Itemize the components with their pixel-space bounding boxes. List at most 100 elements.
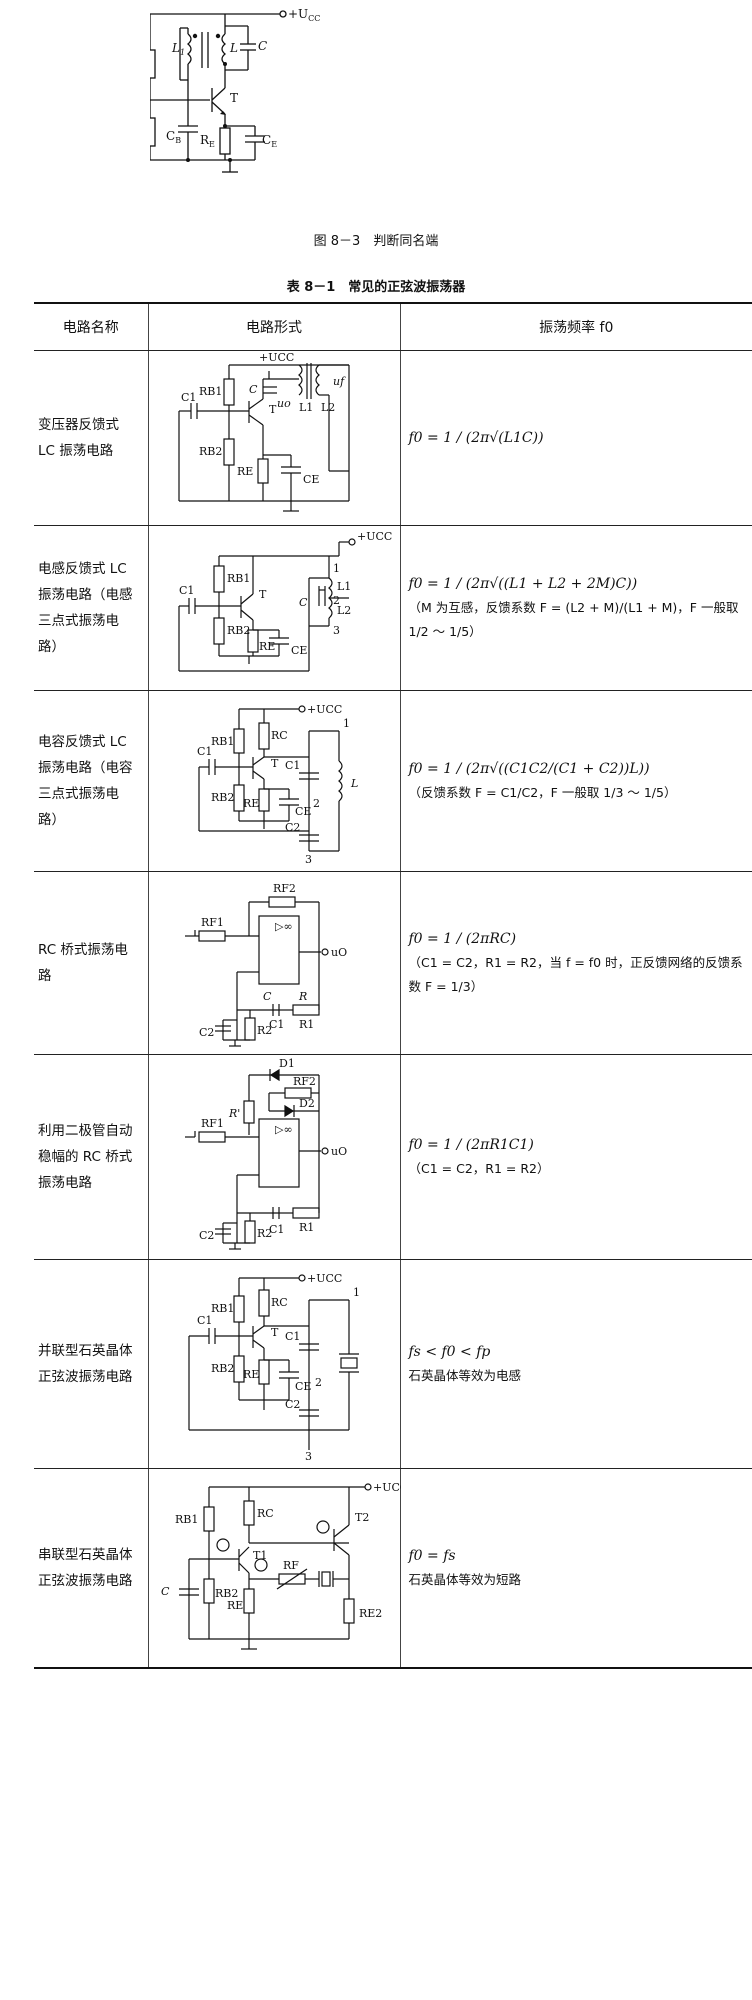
row-name: 利用二极管自动稳幅的 RC 桥式振荡电路 [34,1054,149,1260]
table-row: 电容反馈式 LC 振荡电路（电容三点式振荡电路） [34,690,752,872]
r4-r2-label: R2 [257,1024,272,1037]
table-row: 电感反馈式 LC 振荡电路（电感三点式振荡电路） [34,525,752,691]
r3-re-label: RE [243,797,259,810]
r3-rb2-label: RB2 [211,791,234,804]
r6-c1-label: C1 [197,1314,212,1327]
r4-opamp-label: ▷∞ [275,920,293,933]
r1-ce-label: CE [303,473,319,486]
r3-node3-label: 3 [305,853,312,866]
r4-c-label: C [263,990,272,1003]
r4-rf1-label: RF1 [201,916,224,929]
table-row: 串联型石英晶体正弦波振荡电路 [34,1468,752,1669]
r6-ucc-label: +UCC [307,1272,342,1285]
row-frequency: fs < f0 < fp 石英晶体等效为电感 [400,1259,752,1469]
r7-rb2-label: RB2 [215,1587,238,1600]
r2-c1-label: C1 [179,584,194,597]
header-circuit-name: 电路名称 [34,303,149,351]
r1-re-label: RE [237,465,253,478]
r2-l2-label: L2 [337,604,351,617]
r1-l1-label: L1 [299,401,313,414]
r7-c-label: C [161,1585,170,1598]
r6-rb1-label: RB1 [211,1302,234,1315]
r1-c-label: C [249,383,258,396]
row-name: 电感反馈式 LC 振荡电路（电感三点式振荡电路） [34,525,149,691]
r1-t-label: T [269,403,277,416]
frequency-note: 石英晶体等效为电感 [408,1368,522,1383]
r4-c1-label: C1 [269,1018,284,1031]
row-name: 电容反馈式 LC 振荡电路（电容三点式振荡电路） [34,690,149,872]
r3-rb1-label: RB1 [211,735,234,748]
parallel-crystal-schematic: +UCC RC RB1 RB2 C1 T RE CE C1 C2 1 2 3 [187,1272,360,1463]
row-frequency: f0 = 1 / (2πRC) （C1 = C2，R1 = R2，当 f = f… [400,871,752,1055]
frequency-note: （反馈系数 F = C1/C2，F 一般取 1/3 ～ 1/5） [408,785,677,800]
r5-d2-label: D2 [299,1097,315,1110]
row-schematic: +UCC RC RB1 RB2 C1 T RE CE C1 C2 1 2 3 [148,1259,401,1469]
r7-t1-label: T1 [253,1549,267,1562]
row-frequency: f0 = 1 / (2π√((C1C2/(C1 + C2))L)) （反馈系数 … [400,690,752,872]
r5-d1-label: D1 [279,1057,295,1070]
r5-opamp-label: ▷∞ [275,1123,293,1136]
r7-re2-label: RE2 [359,1607,382,1620]
r3-node1-label: 1 [343,717,350,730]
diode-stabilized-rc-bridge-schematic: D1 RF2 D2 R' RF1 ▷∞ uO C1 R1 C2 R2 [184,1057,347,1250]
fig-l1-label: L1 [171,41,185,57]
row-schematic: +UCC RB1 RB2 C1 T C RE CE L1 L2 1 2 3 [148,525,401,691]
r5-c1-label: C1 [269,1223,284,1236]
r7-rc-label: RC [257,1507,274,1520]
r6-ce-label: CE [295,1380,311,1393]
r4-rf2-label: RF2 [273,882,296,895]
r5-uo-label: uO [331,1145,347,1158]
r1-l2-label: L2 [321,401,335,414]
r1-rb2-label: RB2 [199,445,222,458]
r3-rc-label: RC [271,729,288,742]
inductive-feedback-lc-schematic: +UCC RB1 RB2 C1 T C RE CE L1 L2 1 2 3 [177,530,392,672]
r1-uf-label: uf [333,375,346,388]
table-row: 并联型石英晶体正弦波振荡电路 [34,1259,752,1469]
frequency-note: （C1 = C2，R1 = R2，当 f = f0 时，正反馈网络的反馈系数 F… [408,955,743,994]
row-name: 变压器反馈式 LC 振荡电路 [34,350,149,526]
r3-ce-label: CE [295,805,311,818]
r2-tap1-label: 1 [333,562,340,575]
transformer-feedback-lc-schematic: +UCC RB1 RB2 C1 T RE CE C uo uf L1 L2 [177,351,350,512]
frequency-formula: f0 = fs [408,1548,456,1564]
r6-node1-label: 1 [353,1286,360,1299]
oscillator-table: 电路名称 电路形式 振荡频率 f0 变压器反馈式 LC 振荡电路 [34,302,752,1669]
table-row: 变压器反馈式 LC 振荡电路 [34,350,752,526]
row-schematic: +UCC RB1 RB2 C1 T RE CE C uo uf L1 L2 [148,350,401,526]
r1-rb1-label: RB1 [199,385,222,398]
r6-node3-label: 3 [305,1450,312,1463]
r7-rb1-label: RB1 [175,1513,198,1526]
fig-re-label: RE [200,133,215,149]
row-frequency: f0 = 1 / (2πR1C1) （C1 = C2，R1 = R2） [400,1054,752,1260]
frequency-note: 石英晶体等效为短路 [408,1572,522,1587]
r1-ucc-label: +UCC [259,351,294,364]
r5-rf1-label: RF1 [201,1117,224,1130]
r6-re-label: RE [243,1368,259,1381]
frequency-formula: f0 = 1 / (2π√((L1 + L2 + 2M)C)) [408,576,638,592]
row-schematic: D1 RF2 D2 R' RF1 ▷∞ uO C1 R1 C2 R2 [148,1054,401,1260]
r1-uo-label: uo [277,397,291,410]
r2-rb2-label: RB2 [227,624,250,637]
r3-c2-label: C2 [285,821,300,834]
r5-r1-label: R1 [299,1221,314,1234]
header-circuit-form: 电路形式 [148,303,401,351]
table-header-row: 电路名称 电路形式 振荡频率 f0 [34,303,752,351]
fig-ucc-label: +UCC [288,7,320,23]
r5-r2-label: R2 [257,1227,272,1240]
capacitive-feedback-lc-schematic: +UCC RC RB1 RB2 C1 T RE CE C1 C2 L 1 2 3 [197,703,358,866]
frequency-formula: f0 = 1 / (2π√(L1C)) [408,430,544,446]
r5-rf2-label: RF2 [293,1075,316,1088]
r3-ucc-label: +UCC [307,703,342,716]
frequency-formula: f0 = 1 / (2πRC) [408,931,517,947]
header-frequency: 振荡频率 f0 [400,303,752,351]
r6-rb2-label: RB2 [211,1362,234,1375]
fig-c-label: C [258,39,267,53]
table-title: 表 8－1 常见的正弦波振荡器 [286,280,466,295]
r4-uo-label: uO [331,946,347,959]
r6-t-label: T [271,1326,279,1339]
r2-t-label: T [259,588,267,601]
row-frequency: f0 = fs 石英晶体等效为短路 [400,1468,752,1669]
r6-node2-label: 2 [315,1376,322,1389]
r2-rb1-label: RB1 [227,572,250,585]
row-frequency: f0 = 1 / (2π√((L1 + L2 + 2M)C)) （M 为互感，反… [400,525,752,691]
